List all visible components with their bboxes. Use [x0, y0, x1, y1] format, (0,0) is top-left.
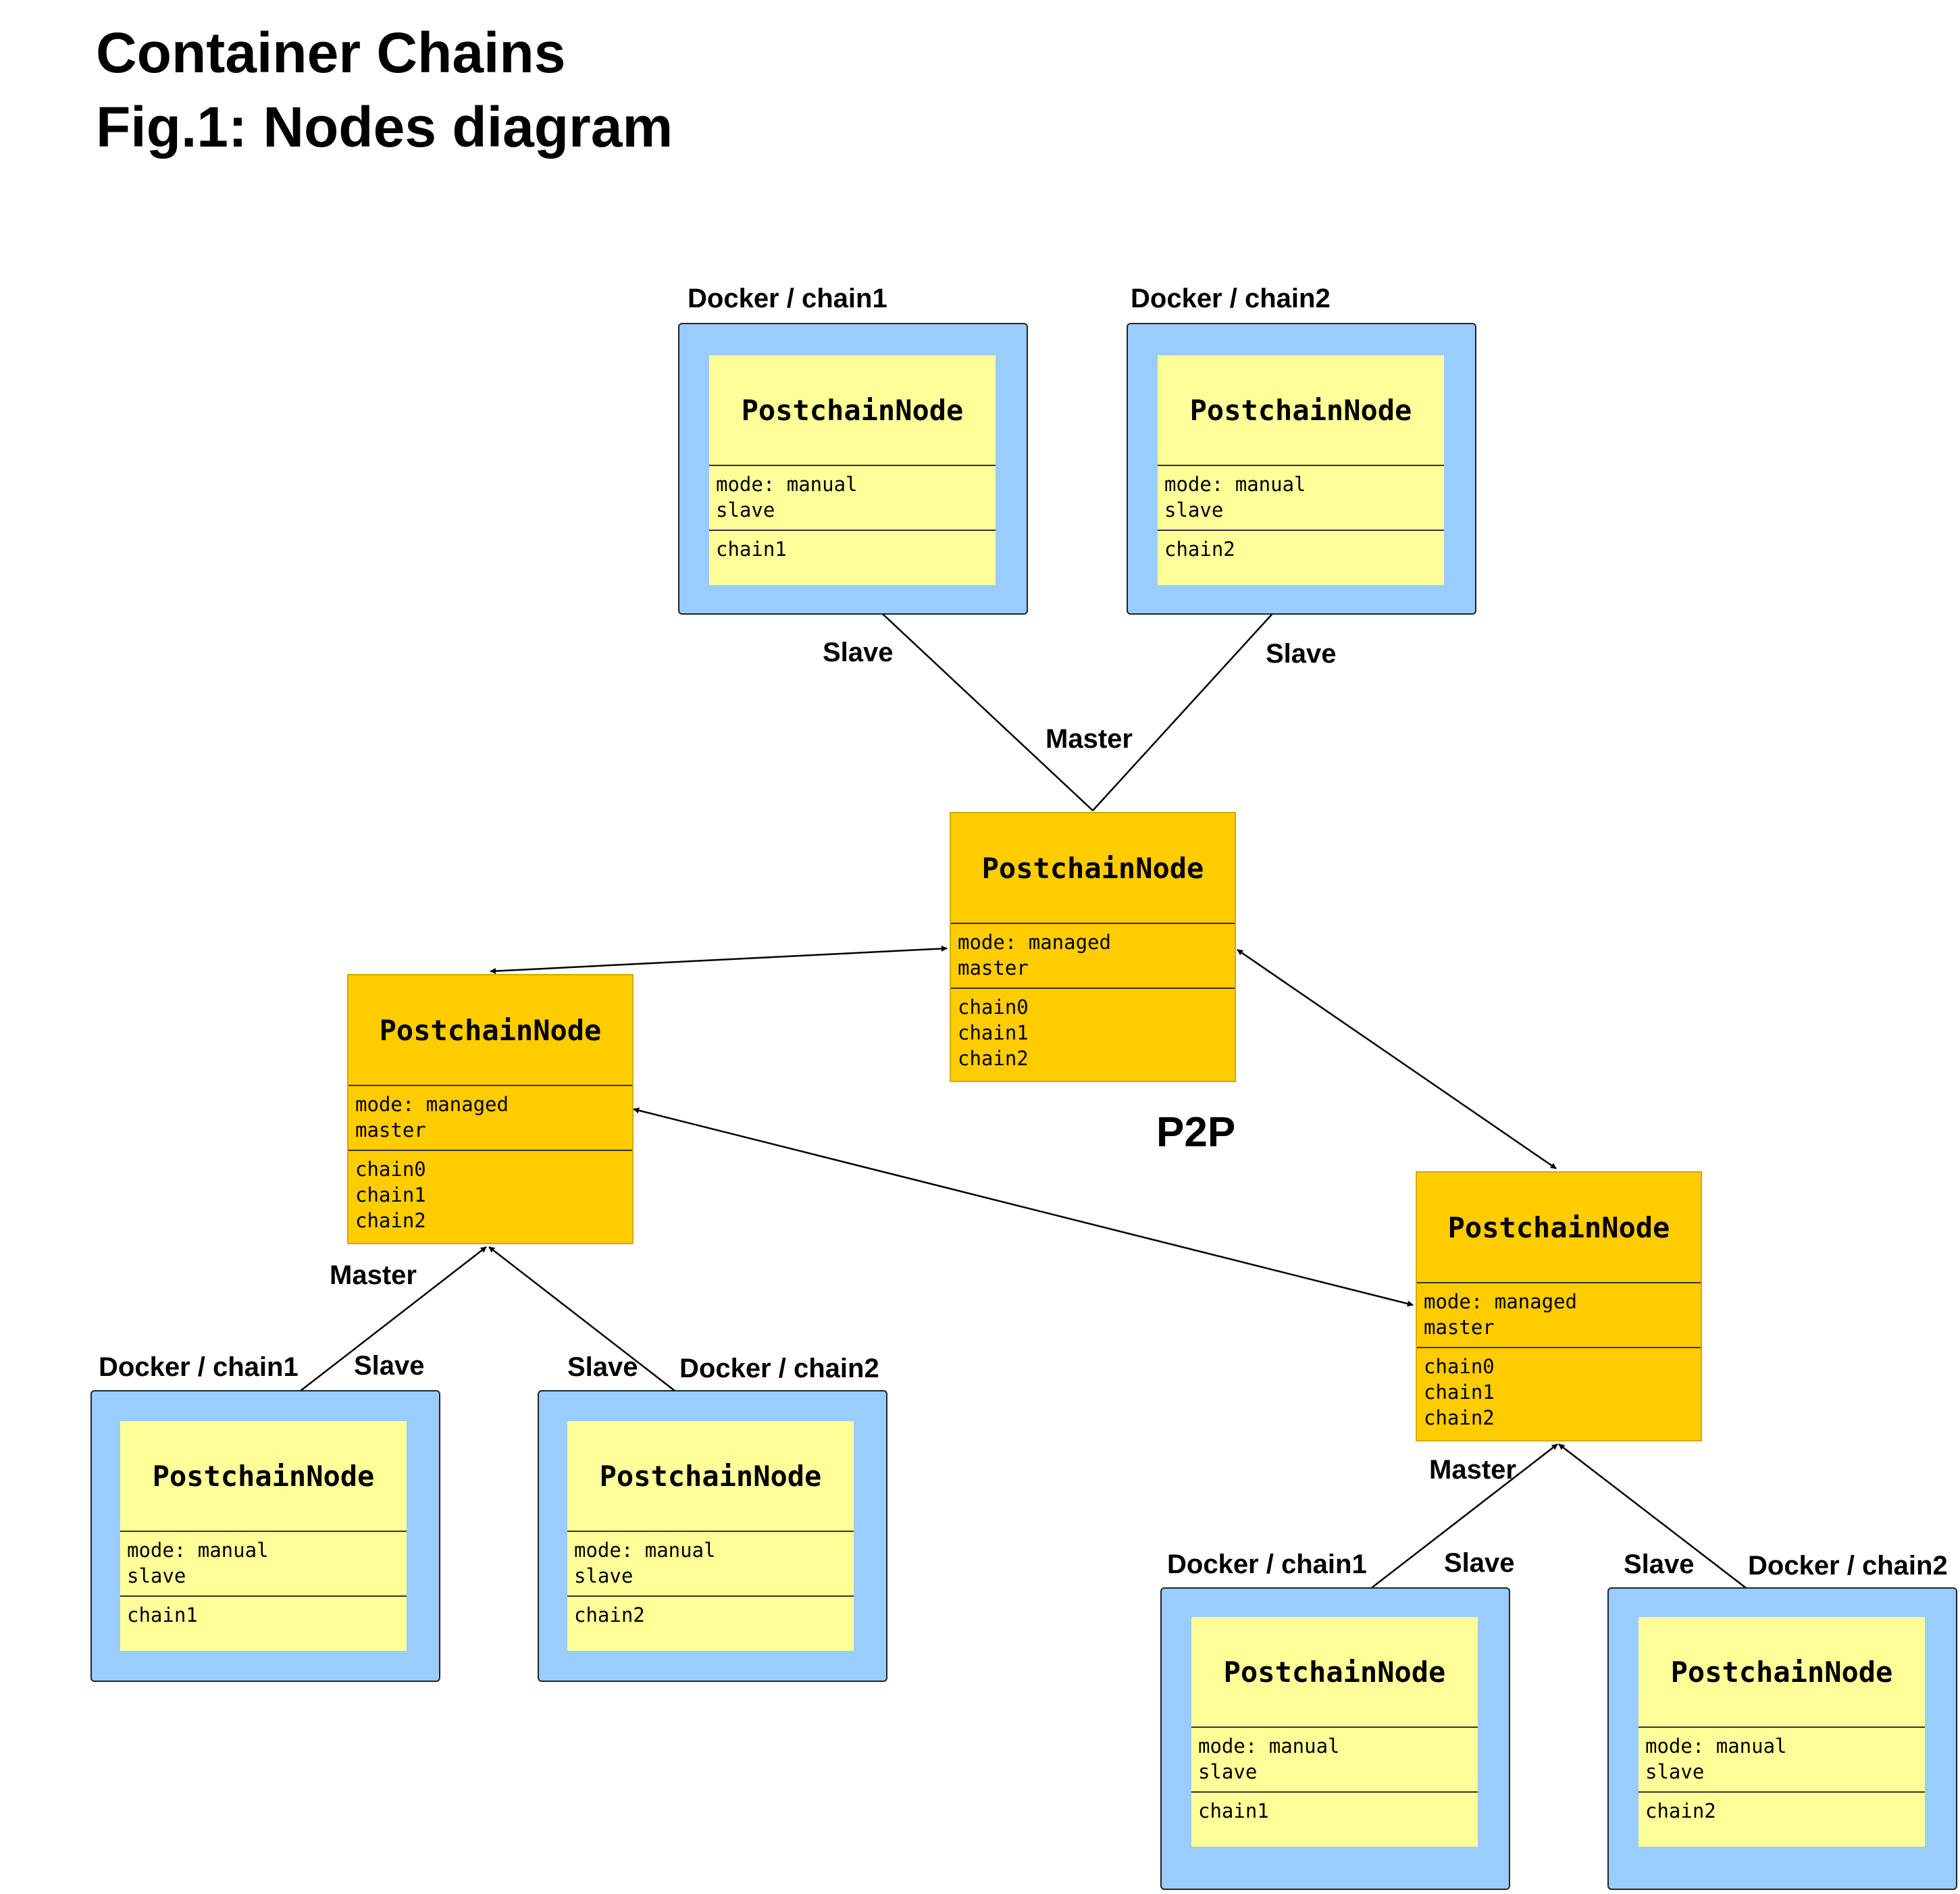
edge-label-master-right: Master	[1429, 1455, 1516, 1485]
node-mode: mode: manual	[574, 1539, 716, 1562]
node-role: slave	[716, 498, 775, 521]
link-right-master-slave-chain2	[1558, 1443, 1781, 1615]
node-attributes: mode: managed master	[951, 924, 1235, 989]
node-chain: chain1	[958, 1021, 1029, 1044]
node-mode: mode: manual	[716, 473, 858, 496]
edge-label-slave-bottom-right-2: Slave	[1624, 1550, 1695, 1579]
node-chain: chain1	[355, 1183, 426, 1206]
node-name: PostchainNode	[1417, 1173, 1701, 1283]
node-role: master	[355, 1119, 426, 1142]
container-label-top-chain1: Docker / chain1	[688, 284, 887, 313]
node-chain: chain1	[716, 538, 787, 561]
node-chains: chain0 chain1 chain2	[951, 989, 1235, 1071]
p2p-link-top-right	[1237, 948, 1557, 1170]
node-attributes: mode: manual slave	[709, 466, 996, 531]
node-name: PostchainNode	[567, 1421, 854, 1532]
master-node-left[interactable]: PostchainNode mode: managed master chain…	[347, 974, 634, 1244]
node-role: slave	[1198, 1760, 1258, 1783]
node-attributes: mode: manual slave	[1158, 466, 1444, 531]
edge-label-slave-bottom-left-2: Slave	[567, 1352, 638, 1382]
node-chain: chain2	[958, 1047, 1029, 1070]
node-name: PostchainNode	[120, 1421, 407, 1532]
node-attributes: mode: manual slave	[567, 1532, 854, 1597]
node-attributes: mode: manual slave	[1639, 1728, 1925, 1793]
edge-label-master-top: Master	[1046, 724, 1133, 754]
node-chain: chain0	[1424, 1355, 1495, 1378]
p2p-link-left-right	[633, 1107, 1414, 1307]
node-chains: chain0 chain1 chain2	[349, 1151, 632, 1233]
node-name: PostchainNode	[1158, 355, 1444, 466]
node-mode: mode: manual	[127, 1539, 269, 1562]
link-right-master-slave-chain1	[1337, 1443, 1558, 1615]
node-chains: chain1	[709, 531, 996, 562]
node-chain: chain2	[1645, 1799, 1716, 1822]
diagram-title: Container Chains	[96, 21, 566, 84]
node-chain: chain1	[1424, 1381, 1495, 1404]
container-label-bottom-right-chain2: Docker / chain2	[1748, 1551, 1948, 1581]
node-name: PostchainNode	[709, 355, 996, 466]
node-mode: mode: managed	[355, 1093, 509, 1116]
node-attributes: mode: managed master	[1417, 1283, 1701, 1348]
edge-label-master-left: Master	[330, 1260, 417, 1290]
master-node-right[interactable]: PostchainNode mode: managed master chain…	[1416, 1171, 1702, 1441]
edge-label-slave-bottom-left-1: Slave	[354, 1351, 425, 1381]
node-chains: chain0 chain1 chain2	[1417, 1348, 1701, 1431]
container-label-bottom-left-chain2: Docker / chain2	[679, 1354, 879, 1383]
link-top-master-to-slave-chain1	[852, 585, 1093, 811]
link-top-master-to-slave-chain2	[1092, 585, 1299, 811]
node-name: PostchainNode	[951, 813, 1235, 924]
node-attributes: mode: manual slave	[1191, 1728, 1478, 1793]
node-role: slave	[1645, 1760, 1705, 1783]
p2p-label: P2P	[1156, 1109, 1236, 1156]
slave-node-top-chain1[interactable]: PostchainNode mode: manual slave chain1	[709, 355, 996, 585]
node-chain: chain0	[355, 1158, 426, 1181]
node-mode: mode: managed	[1424, 1290, 1577, 1313]
edge-label-slave-top-left: Slave	[823, 638, 894, 667]
node-chain: chain2	[574, 1604, 645, 1627]
master-node-top[interactable]: PostchainNode mode: managed master chain…	[950, 812, 1236, 1082]
link-left-master-slave-chain1	[264, 1246, 487, 1419]
node-chain: chain2	[1164, 538, 1235, 561]
node-role: master	[1424, 1316, 1495, 1339]
node-chains: chain1	[1191, 1793, 1478, 1824]
edge-label-slave-top-right: Slave	[1266, 639, 1337, 669]
node-name: PostchainNode	[1639, 1617, 1925, 1728]
node-mode: mode: manual	[1645, 1735, 1787, 1758]
link-left-master-slave-chain2	[488, 1246, 711, 1419]
node-chains: chain2	[1158, 531, 1444, 562]
node-role: master	[958, 956, 1029, 979]
node-role: slave	[1164, 498, 1224, 521]
edge-label-slave-bottom-right-1: Slave	[1444, 1548, 1515, 1578]
node-chain: chain0	[958, 996, 1029, 1019]
node-name: PostchainNode	[349, 975, 632, 1086]
node-chain: chain2	[1424, 1406, 1495, 1429]
slave-node-bottom-left-chain1[interactable]: PostchainNode mode: manual slave chain1	[120, 1421, 407, 1651]
container-label-bottom-left-chain1: Docker / chain1	[99, 1352, 299, 1382]
p2p-link-left-top	[490, 945, 948, 975]
node-attributes: mode: manual slave	[120, 1532, 407, 1597]
slave-node-bottom-right-chain2[interactable]: PostchainNode mode: manual slave chain2	[1639, 1617, 1925, 1847]
container-label-bottom-right-chain1: Docker / chain1	[1167, 1550, 1367, 1579]
node-mode: mode: manual	[1198, 1735, 1340, 1758]
node-chain: chain1	[1198, 1799, 1269, 1822]
node-name: PostchainNode	[1191, 1617, 1478, 1728]
node-mode: mode: managed	[958, 931, 1111, 954]
slave-node-bottom-left-chain2[interactable]: PostchainNode mode: manual slave chain2	[567, 1421, 854, 1651]
node-chain: chain1	[127, 1604, 198, 1627]
node-attributes: mode: managed master	[349, 1086, 632, 1151]
node-chains: chain2	[567, 1597, 854, 1628]
node-chain: chain2	[355, 1209, 426, 1232]
node-mode: mode: manual	[1164, 473, 1306, 496]
node-role: slave	[574, 1564, 634, 1587]
node-chains: chain2	[1639, 1793, 1925, 1824]
slave-node-bottom-right-chain1[interactable]: PostchainNode mode: manual slave chain1	[1191, 1617, 1478, 1847]
node-role: slave	[127, 1564, 186, 1587]
slave-node-top-chain2[interactable]: PostchainNode mode: manual slave chain2	[1158, 355, 1444, 585]
diagram-subtitle: Fig.1: Nodes diagram	[96, 95, 673, 159]
node-chains: chain1	[120, 1597, 407, 1628]
container-label-top-chain2: Docker / chain2	[1131, 284, 1331, 313]
